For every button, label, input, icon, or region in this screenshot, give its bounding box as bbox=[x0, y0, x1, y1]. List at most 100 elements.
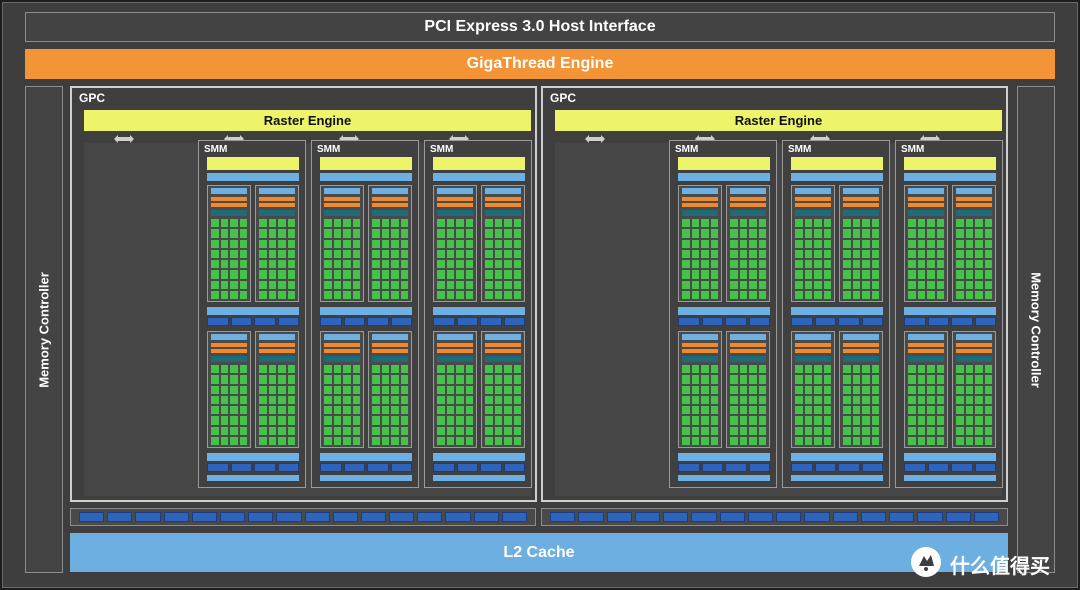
dispatch-unit bbox=[437, 349, 473, 353]
cuda-core-grid bbox=[843, 365, 879, 445]
cuda-core bbox=[975, 249, 983, 258]
smm-bottom-bar bbox=[904, 475, 996, 481]
instruction-buffer bbox=[437, 188, 473, 194]
cuda-core-grid bbox=[437, 219, 473, 299]
memory-block bbox=[417, 512, 443, 522]
texture-unit bbox=[433, 463, 455, 472]
memory-block bbox=[719, 512, 745, 522]
memory-block bbox=[889, 512, 915, 522]
cuda-core bbox=[391, 416, 399, 425]
processing-block bbox=[207, 331, 299, 448]
cuda-core bbox=[494, 239, 502, 248]
cuda-core bbox=[372, 290, 380, 299]
cuda-core bbox=[701, 280, 709, 289]
cuda-core bbox=[230, 365, 238, 374]
cuda-core bbox=[220, 219, 228, 228]
cuda-core bbox=[927, 426, 935, 435]
cuda-core bbox=[843, 229, 851, 238]
cuda-core bbox=[710, 436, 718, 445]
cuda-core bbox=[324, 280, 332, 289]
cuda-core bbox=[730, 290, 738, 299]
memory-block bbox=[79, 512, 105, 522]
cuda-core bbox=[230, 229, 238, 238]
warp-scheduler bbox=[437, 197, 473, 201]
cuda-core bbox=[871, 219, 879, 228]
cuda-core bbox=[956, 219, 964, 228]
cuda-core bbox=[324, 239, 332, 248]
cuda-core bbox=[446, 406, 454, 415]
smm-shared-bar bbox=[433, 173, 525, 181]
cuda-core bbox=[701, 416, 709, 425]
smm-instruction-cache bbox=[678, 157, 770, 170]
cuda-core bbox=[917, 260, 925, 269]
cuda-core bbox=[211, 416, 219, 425]
processing-block bbox=[904, 331, 996, 448]
gpc-label: GPC bbox=[550, 91, 577, 105]
cuda-core bbox=[862, 280, 870, 289]
cuda-core bbox=[381, 280, 389, 289]
register-file bbox=[795, 210, 831, 216]
cuda-core bbox=[927, 219, 935, 228]
cuda-core bbox=[259, 385, 267, 394]
cuda-core bbox=[908, 270, 916, 279]
cuda-core bbox=[230, 375, 238, 384]
cuda-core bbox=[485, 365, 493, 374]
cuda-core bbox=[465, 270, 473, 279]
processing-column bbox=[726, 185, 770, 302]
cuda-core bbox=[927, 260, 935, 269]
cuda-core bbox=[682, 239, 690, 248]
cuda-core bbox=[917, 270, 925, 279]
cuda-core bbox=[391, 426, 399, 435]
memory-block bbox=[135, 512, 161, 522]
processing-column bbox=[255, 185, 299, 302]
cuda-core bbox=[446, 270, 454, 279]
cuda-core bbox=[437, 395, 445, 404]
cuda-core bbox=[814, 436, 822, 445]
cuda-core bbox=[400, 365, 408, 374]
cuda-core bbox=[372, 426, 380, 435]
warp-scheduler bbox=[372, 343, 408, 347]
cuda-core-grid bbox=[956, 219, 992, 299]
smm-cache-bar bbox=[320, 307, 412, 315]
texture-unit bbox=[701, 317, 723, 326]
cuda-core bbox=[814, 406, 822, 415]
cuda-core bbox=[259, 229, 267, 238]
cuda-core bbox=[513, 219, 521, 228]
cuda-core bbox=[220, 249, 228, 258]
dispatch-unit bbox=[372, 349, 408, 353]
texture-unit bbox=[927, 317, 949, 326]
cuda-core bbox=[852, 436, 860, 445]
cuda-core bbox=[391, 249, 399, 258]
cuda-core bbox=[391, 395, 399, 404]
cuda-core bbox=[936, 239, 944, 248]
cuda-core bbox=[278, 395, 286, 404]
cuda-core bbox=[259, 270, 267, 279]
cuda-core bbox=[504, 436, 512, 445]
cuda-core bbox=[239, 280, 247, 289]
cuda-core bbox=[391, 406, 399, 415]
cuda-core bbox=[956, 426, 964, 435]
texture-unit bbox=[503, 463, 525, 472]
cuda-core bbox=[936, 229, 944, 238]
smm-bottom-bar bbox=[678, 475, 770, 481]
memory-block bbox=[107, 512, 133, 522]
cuda-core bbox=[814, 395, 822, 404]
cuda-core bbox=[391, 436, 399, 445]
smm-instruction-cache bbox=[207, 157, 299, 170]
l2-cache: L2 Cache bbox=[70, 533, 1008, 572]
cuda-core bbox=[758, 280, 766, 289]
cuda-core bbox=[936, 270, 944, 279]
cuda-core bbox=[278, 249, 286, 258]
cuda-core bbox=[333, 219, 341, 228]
cuda-core bbox=[871, 280, 879, 289]
cuda-core bbox=[239, 406, 247, 415]
cuda-core bbox=[965, 426, 973, 435]
cuda-core bbox=[852, 365, 860, 374]
cuda-core bbox=[220, 436, 228, 445]
cuda-core bbox=[965, 385, 973, 394]
smm-label: SMM bbox=[317, 144, 341, 155]
cuda-core bbox=[749, 416, 757, 425]
texture-unit bbox=[367, 463, 389, 472]
cuda-core bbox=[230, 416, 238, 425]
